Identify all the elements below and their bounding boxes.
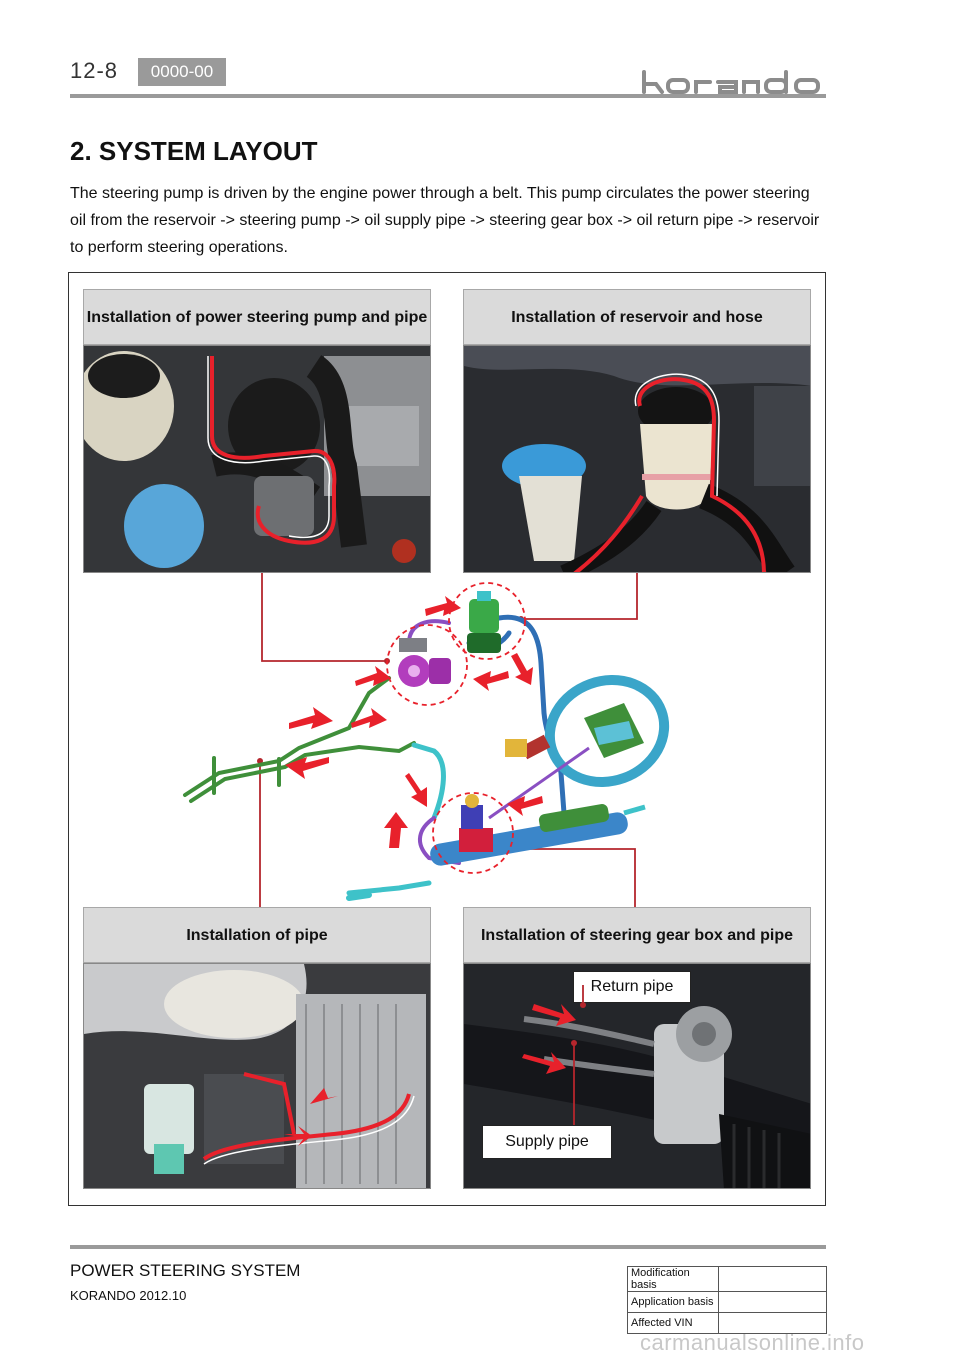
watermark: carmanualsonline.info [640,1330,865,1355]
panel-title-gearbox: Installation of steering gear box and pi… [463,907,811,963]
panel-title-reservoir: Installation of reservoir and hose [463,289,811,345]
return-pipe-callout: Return pipe [573,971,691,1003]
system-layout-figure: Installation of power steering pump and … [68,272,826,1206]
footer-rule [70,1245,826,1249]
affected-vin-value [718,1312,827,1334]
footer-title: POWER STEERING SYSTEM [70,1261,301,1280]
pump-photo [83,345,431,573]
korando-logo [642,70,820,94]
table-row: Application basis [627,1291,827,1313]
page-number: 12-8 [70,58,119,83]
revision-info-table: Modification basis Application basis Aff… [627,1266,827,1334]
header-rule [70,94,826,98]
table-row: Affected VIN [627,1312,827,1334]
section-code-badge: 0000-00 [138,58,226,86]
application-basis-value [718,1291,827,1313]
table-row: Modification basis [627,1266,827,1292]
panel-title-pipe: Installation of pipe [83,907,431,963]
reservoir-photo [463,345,811,573]
steering-system-diagram [183,573,670,1125]
pipe-photo [83,963,431,1189]
intro-paragraph: The steering pump is driven by the engin… [70,185,820,256]
application-basis-label: Application basis [627,1291,719,1313]
section-title: 2. SYSTEM LAYOUT [70,136,318,166]
footer-subtitle: KORANDO 2012.10 [70,1288,187,1303]
modification-basis-value [718,1266,827,1292]
affected-vin-label: Affected VIN [627,1312,719,1334]
supply-pipe-callout: Supply pipe [482,1125,612,1159]
modification-basis-label: Modification basis [627,1266,719,1292]
panel-title-pump: Installation of power steering pump and … [83,289,431,345]
